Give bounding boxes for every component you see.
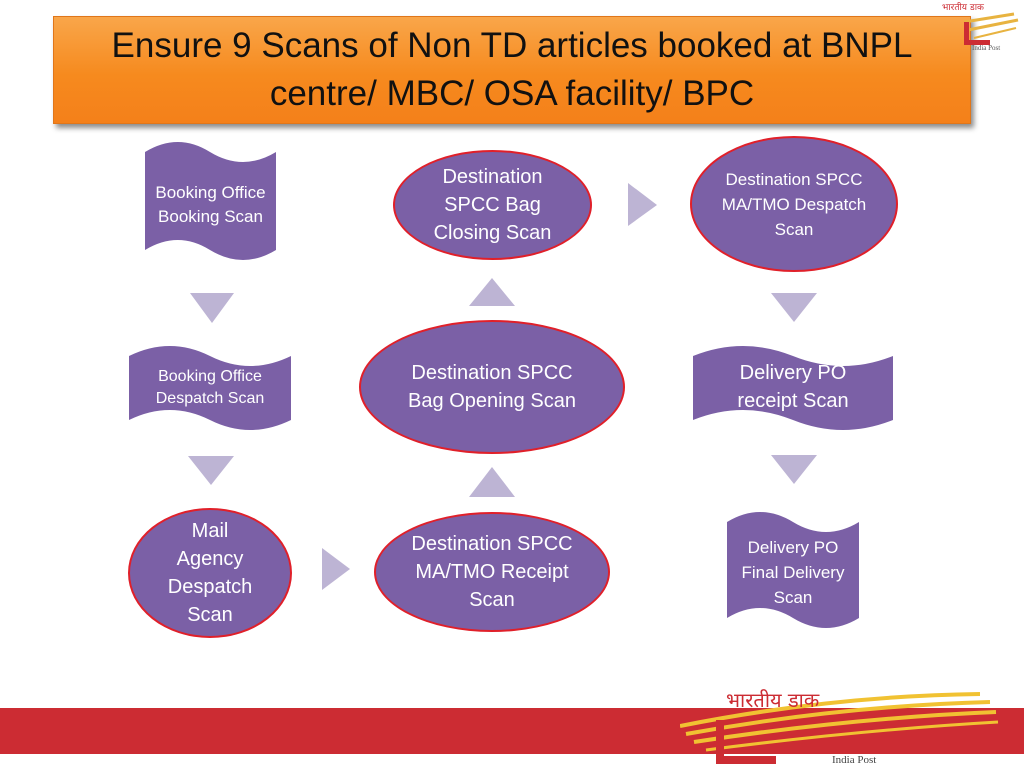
arrow-down-icon	[771, 293, 817, 322]
arrow-right-icon	[322, 548, 350, 590]
node-destination-spcc-ma-tmo-receipt-scan: Destination SPCC MA/TMO Receipt Scan	[374, 512, 610, 632]
node-delivery-po-receipt-scan: Delivery PO receipt Scan	[693, 356, 893, 418]
node-label: Destination SPCC MA/TMO Receipt Scan	[411, 533, 573, 611]
india-post-logo-top: भारतीय डाक India Post	[934, 0, 1024, 60]
india-post-logo-bottom: भारतीय डाक India Post	[680, 686, 1010, 768]
india-post-emblem-icon	[680, 692, 999, 764]
node-label: Mail Agency Despatch Scan	[167, 520, 253, 626]
node-label: Destination SPCC MA/TMO Despatch Scan	[721, 169, 867, 239]
arrow-up-icon	[469, 278, 515, 306]
logo-bottom-english: India Post	[832, 754, 877, 766]
delivery-po-receipt-scan-shape	[693, 346, 893, 430]
node-label: Destination SPCC Bag Closing Scan	[433, 166, 552, 244]
booking-office-booking-scan-shape	[145, 142, 276, 260]
arrow-down-icon	[188, 456, 234, 485]
node-mail-agency-despatch-scan: Mail Agency Despatch Scan	[128, 508, 292, 638]
node-destination-spcc-bag-closing-scan: Destination SPCC Bag Closing Scan	[393, 150, 592, 260]
arrow-down-icon	[771, 455, 817, 484]
node-booking-office-despatch-scan: Booking Office Despatch Scan	[129, 360, 291, 416]
node-label: Delivery PO receipt Scan	[737, 362, 849, 412]
logo-top-hindi: भारतीय डाक	[942, 3, 984, 13]
title-banner: Ensure 9 Scans of Non TD articles booked…	[53, 16, 971, 124]
node-delivery-po-final-delivery-scan: Delivery PO Final Delivery Scan	[727, 530, 859, 614]
node-booking-office-booking-scan: Booking Office Booking Scan	[145, 160, 276, 250]
slide-title: Ensure 9 Scans of Non TD articles booked…	[111, 26, 913, 113]
node-label: Destination SPCC Bag Opening Scan	[408, 362, 576, 412]
arrow-up-icon	[469, 467, 515, 497]
arrow-down-icon	[190, 293, 234, 323]
footer-bar	[0, 708, 1024, 754]
logo-top-english: India Post	[972, 44, 1001, 52]
node-label: Booking Office Booking Scan	[155, 183, 266, 226]
node-label: Booking Office Despatch Scan	[155, 368, 265, 407]
booking-office-despatch-scan-shape	[129, 346, 291, 430]
node-destination-spcc-bag-opening-scan: Destination SPCC Bag Opening Scan	[359, 320, 625, 454]
arrow-right-icon	[628, 183, 657, 226]
node-label: Delivery PO Final Delivery Scan	[741, 537, 845, 607]
delivery-po-final-delivery-scan-shape	[727, 512, 859, 628]
india-post-emblem-icon	[963, 12, 1019, 45]
node-destination-spcc-ma-tmo-despatch-scan: Destination SPCC MA/TMO Despatch Scan	[690, 136, 898, 272]
logo-bottom-hindi: भारतीय डाक	[726, 688, 820, 712]
